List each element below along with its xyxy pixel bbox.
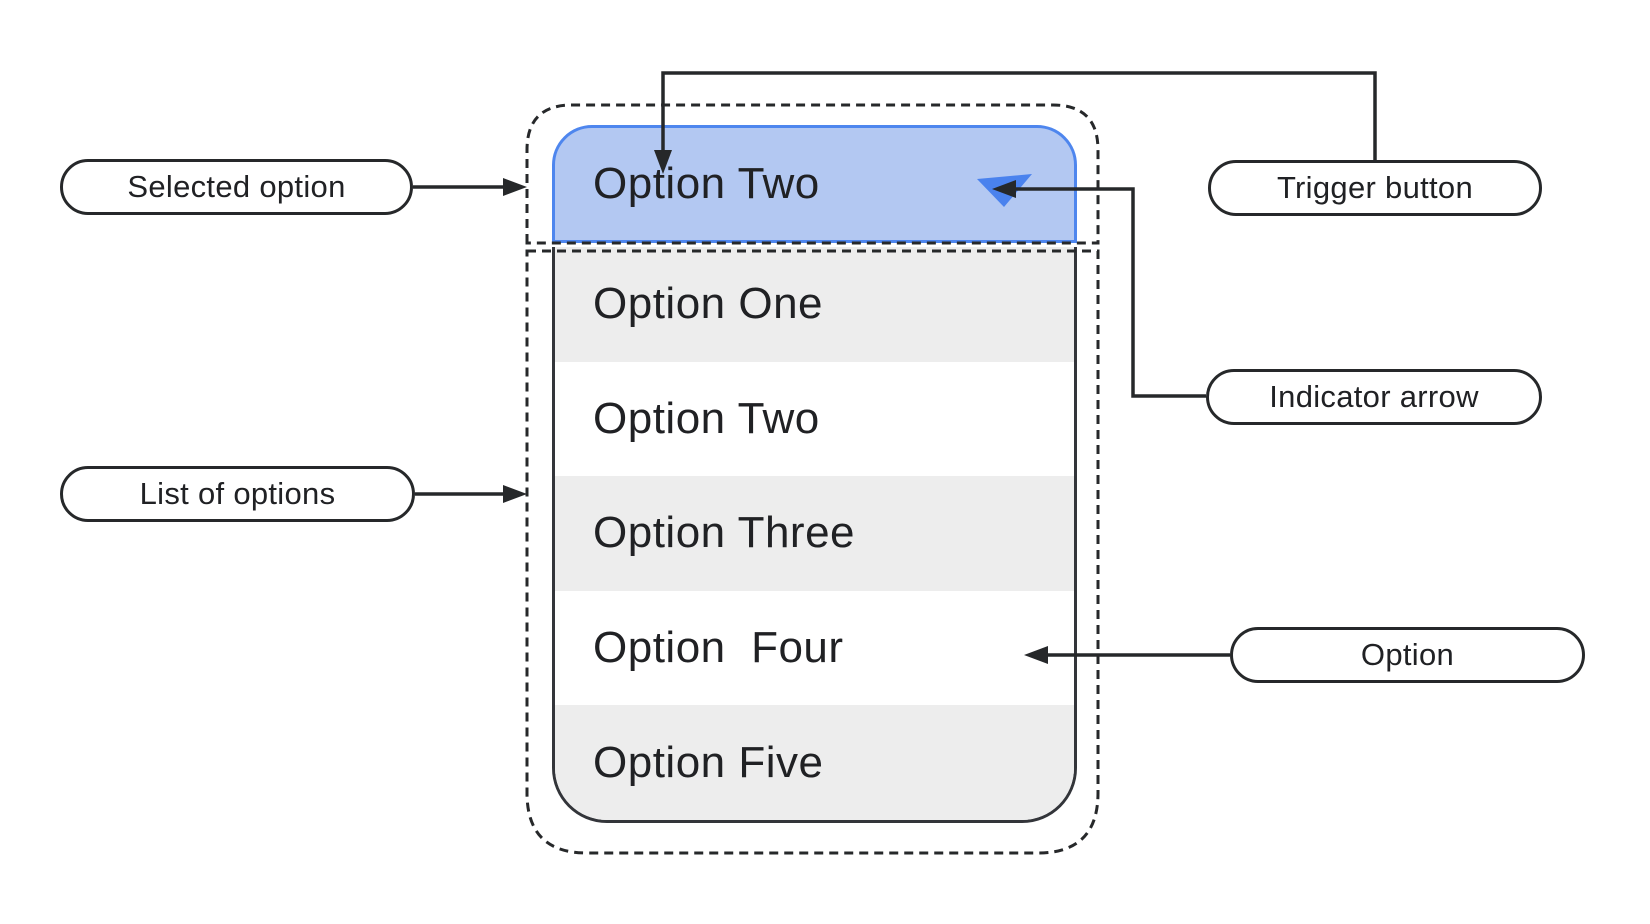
callout-selected-option-label: Selected option <box>127 169 346 204</box>
option-label: Option Five <box>593 737 824 787</box>
callout-list-of-options: List of options <box>60 466 415 522</box>
option-label: Option One <box>593 279 824 329</box>
callout-selected-option: Selected option <box>60 159 413 215</box>
callout-list-of-options-label: List of options <box>139 476 336 511</box>
callout-option-label: Option <box>1360 637 1455 672</box>
option-row[interactable]: Option Two <box>555 361 1074 477</box>
callout-indicator-arrow: Indicator arrow <box>1206 369 1542 425</box>
option-row[interactable]: Option Four <box>555 590 1074 706</box>
callout-trigger-button-label: Trigger button <box>1276 170 1474 205</box>
option-row[interactable]: Option Five <box>555 705 1074 820</box>
callout-trigger-button: Trigger button <box>1208 160 1542 216</box>
option-row[interactable]: Option One <box>555 247 1074 362</box>
option-row[interactable]: Option Three <box>555 476 1074 591</box>
option-label: Option Two <box>593 393 820 443</box>
dropdown-trigger-button[interactable]: Option Two <box>552 125 1077 243</box>
callout-option: Option <box>1230 627 1585 683</box>
selected-option-value: Option Two <box>593 159 820 208</box>
option-label: Option Three <box>593 508 856 558</box>
callout-indicator-arrow-label: Indicator arrow <box>1269 379 1479 414</box>
selected-option-arrowhead <box>503 178 527 196</box>
option-label: Option Four <box>593 623 844 673</box>
list-of-options-arrowhead <box>503 485 527 503</box>
dropdown-options-list: Option One Option Two Option Three Optio… <box>552 247 1077 823</box>
